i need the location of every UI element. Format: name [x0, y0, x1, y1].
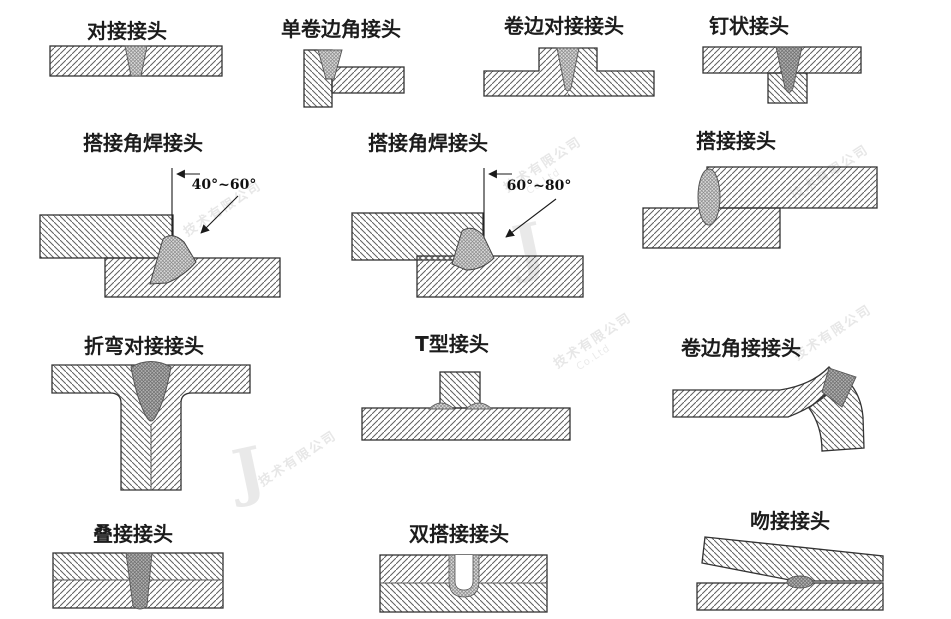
workpiece-lower	[416, 255, 584, 298]
diagram-title: 钉状接头	[709, 14, 789, 38]
diagram-kiss-joint: 吻接接头	[696, 509, 884, 611]
diagram-butt-joint: 对接接头	[49, 19, 223, 77]
diagram-nail-joint: 钉状接头	[702, 14, 862, 104]
diagram-bent-butt-joint: 折弯对接接头	[51, 334, 251, 491]
watermark-text: 技术有限公司	[791, 301, 875, 363]
weld-seam	[821, 367, 857, 408]
angle-arrow	[505, 198, 557, 238]
workpiece-upper	[701, 536, 884, 582]
weld-seam	[697, 168, 721, 226]
diagram-title: T型接头	[415, 332, 489, 356]
angle-arrow	[200, 195, 239, 234]
diagram-lap-joint: 搭接接头	[642, 129, 878, 249]
weld-seam	[775, 46, 803, 93]
diagram-title: 双搭接接头	[409, 522, 509, 546]
weld-seam	[149, 235, 197, 285]
weld-seam	[124, 45, 148, 77]
workpiece	[568, 48, 654, 96]
diagram-title: 搭接角焊接头	[83, 131, 203, 155]
diagram-title: 搭接接头	[696, 129, 776, 153]
angle-label: 40°~60°	[192, 177, 257, 193]
diagram-title: 卷边角接接头	[681, 336, 801, 360]
diagram-stacked-joint: 叠接接头	[52, 522, 224, 610]
diagram-single-flanged-corner-joint: 单卷边角接头	[281, 17, 405, 108]
workpiece-upper	[706, 166, 878, 209]
weld-seam	[125, 552, 153, 610]
weld-seam	[130, 361, 172, 422]
watermark-monogram: J	[222, 432, 271, 511]
diagram-title: 卷边对接接头	[504, 14, 624, 38]
workpiece	[331, 66, 405, 94]
diagram-double-lap-joint: 双搭接接头	[379, 522, 548, 613]
weld-seam	[317, 49, 343, 80]
weld-seam	[464, 402, 494, 410]
watermark-text: 技术有限公司	[256, 427, 340, 489]
workpiece-outline	[51, 364, 251, 491]
diagram-lap-fillet-weld-joint-1: 搭接角焊接头 40°~60°	[39, 131, 281, 298]
workpiece	[484, 48, 568, 96]
workpiece-base	[361, 407, 571, 441]
diagram-flanged-butt-joint: 卷边对接接头	[483, 14, 655, 97]
diagram-title: 折弯对接接头	[84, 334, 204, 358]
weld-seam	[556, 47, 580, 92]
weld-seam	[786, 575, 814, 589]
weld-seam	[451, 227, 495, 271]
workpiece-right	[151, 365, 250, 490]
weld-seam	[427, 402, 456, 410]
workpiece-outline	[483, 47, 655, 97]
diagram-lap-fillet-weld-joint-2: 搭接角焊接头 60°~80°	[351, 131, 584, 298]
diagram-title: 吻接接头	[750, 509, 830, 533]
workpiece-stem	[439, 371, 481, 409]
workpiece-lower	[696, 582, 884, 611]
diagram-title: 单卷边角接头	[281, 17, 401, 41]
diagram-flanged-corner-joint: 卷边角接接头	[672, 336, 865, 452]
diagram-t-joint: T型接头	[361, 332, 571, 441]
diagram-title: 叠接接头	[93, 522, 173, 546]
diagram-title: 搭接角焊接头	[368, 131, 488, 155]
angle-label: 60°~80°	[507, 178, 572, 194]
workpiece-upper	[39, 214, 174, 259]
diagram-title: 对接接头	[87, 19, 167, 43]
workpiece-left	[52, 365, 151, 490]
weld-seam	[448, 554, 480, 598]
